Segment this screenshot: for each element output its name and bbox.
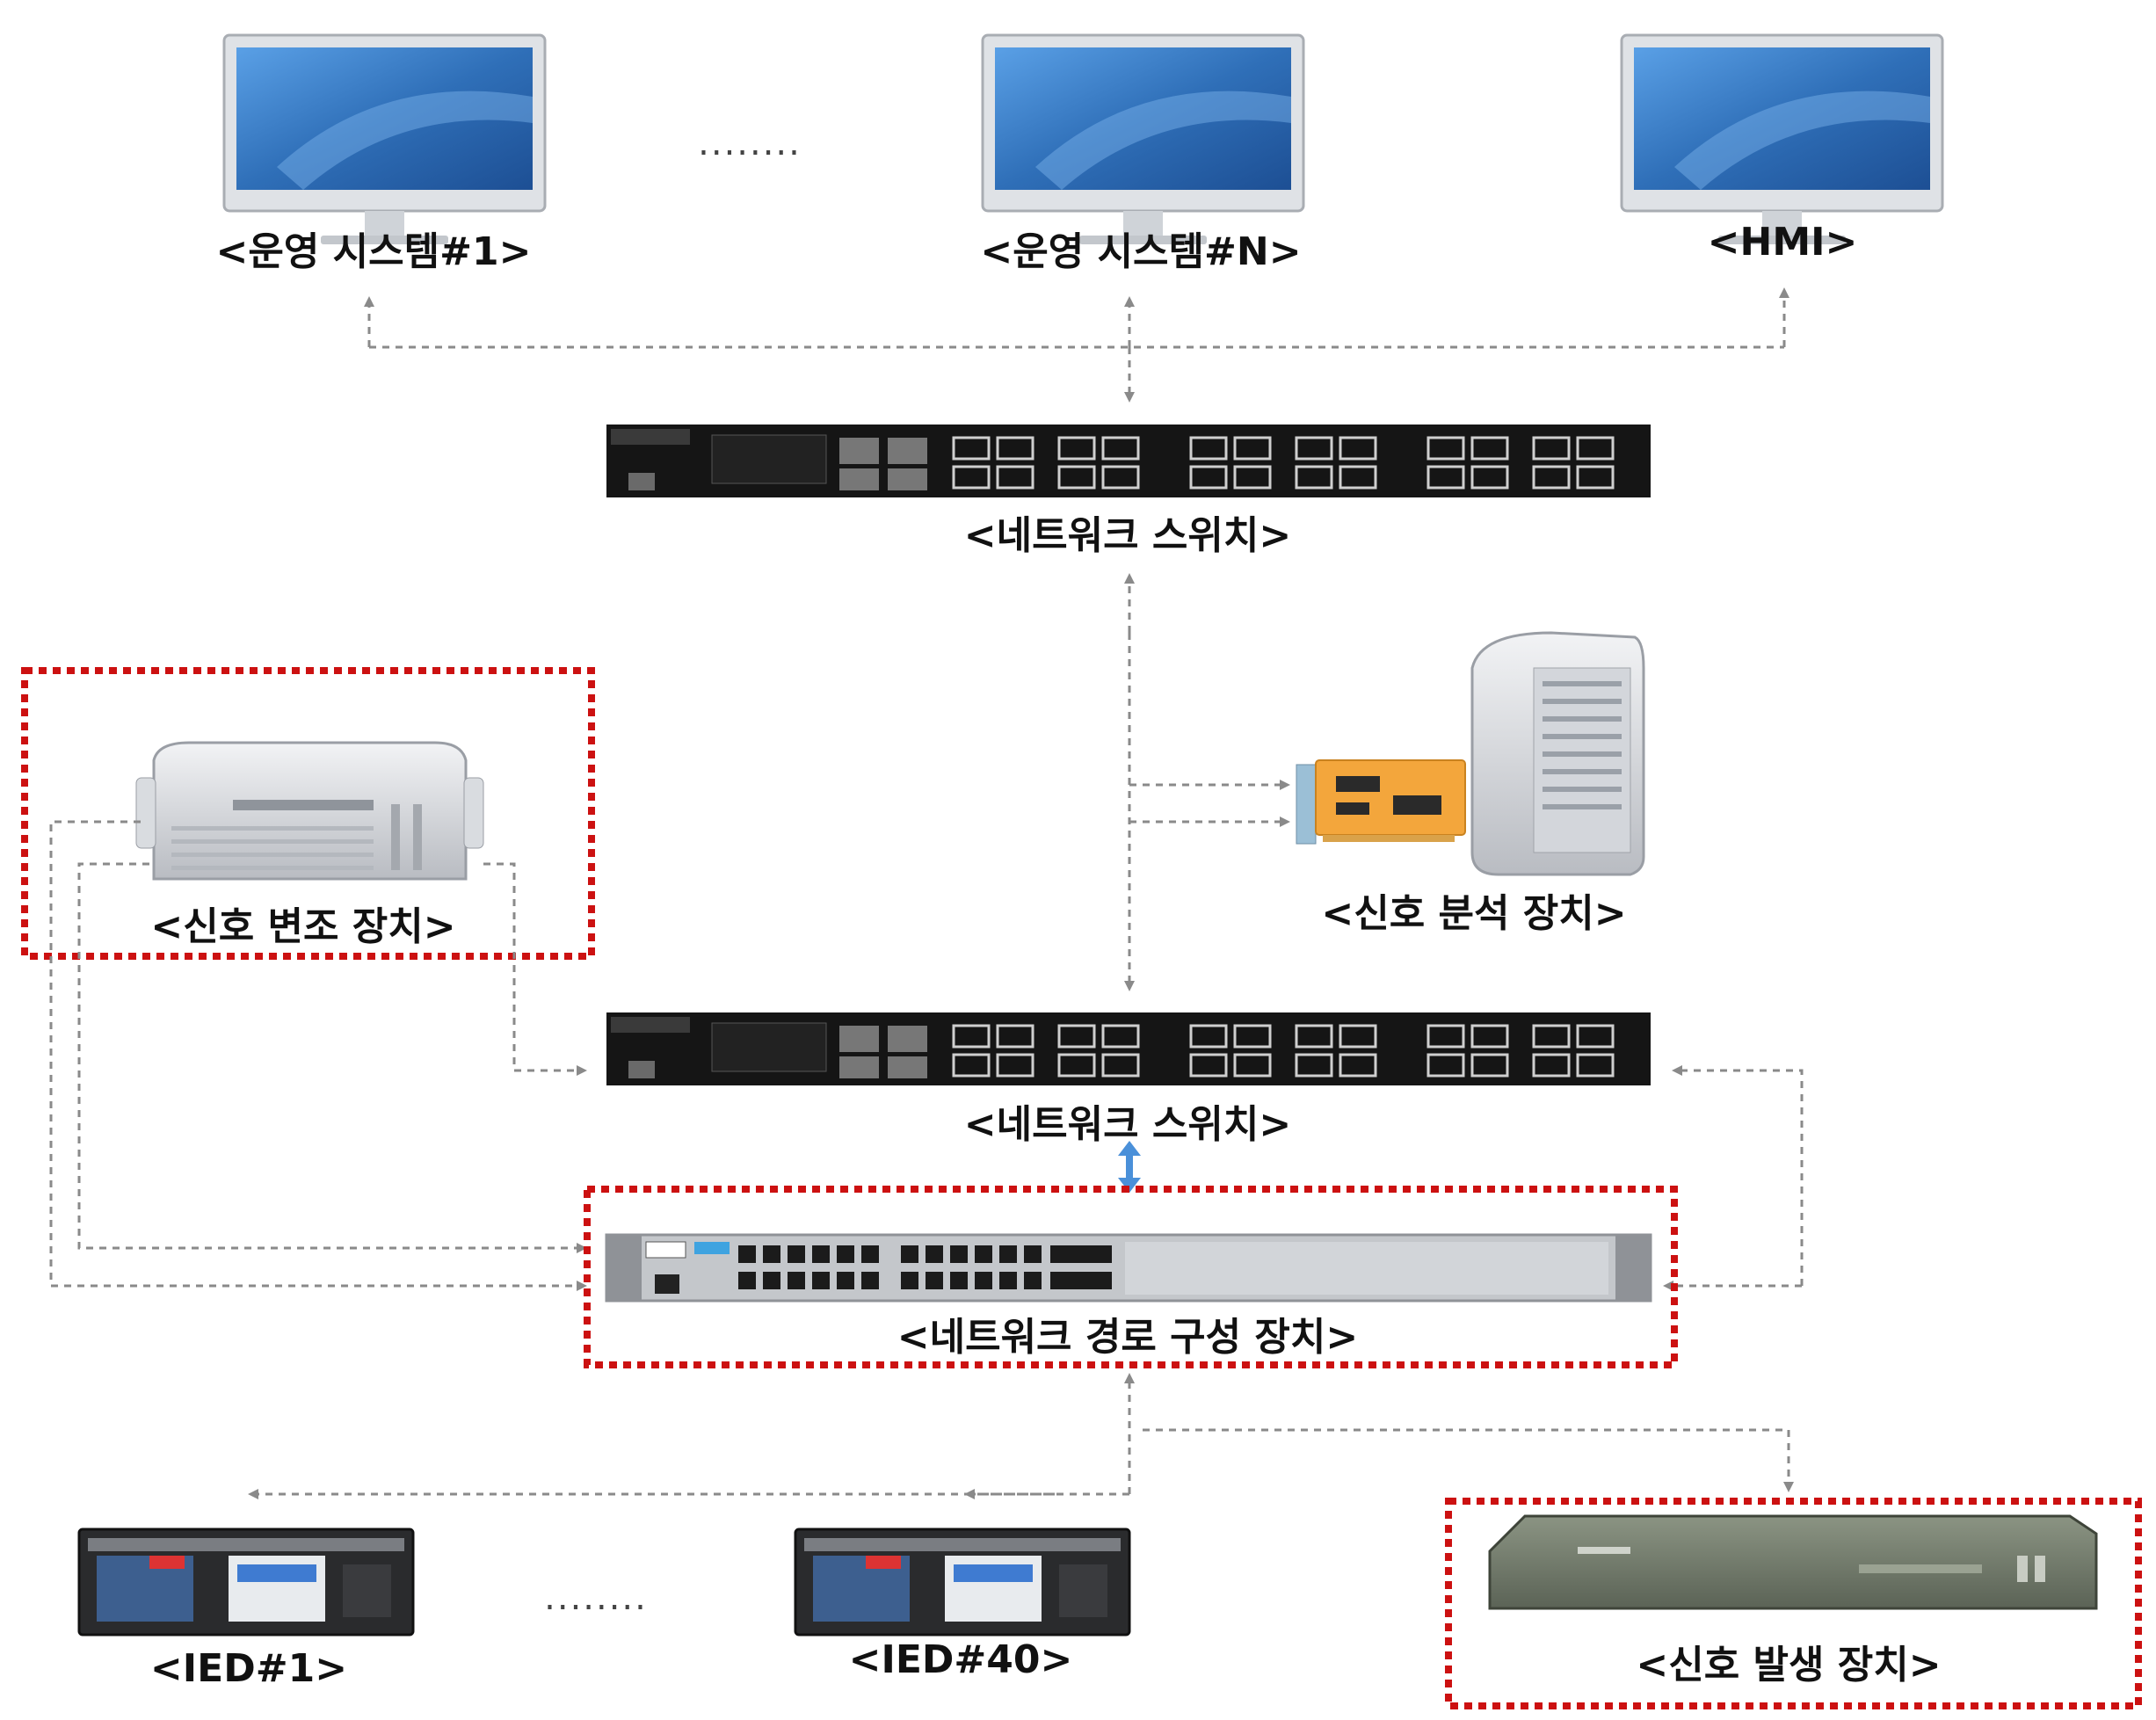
connector-top-bus (364, 287, 1789, 403)
ied-device-icon-40 (794, 1528, 1131, 1637)
label-signal-generator: <신호 발생 장치> (1636, 1643, 1942, 1687)
connector-bottom (248, 1373, 1794, 1499)
interface-card-icon (1296, 759, 1466, 845)
label-network-switch-mid: <네트워크 스위치> (963, 1102, 1292, 1147)
signal-generator-icon (1488, 1514, 2098, 1610)
label-network-switch-top: <네트워크 스위치> (963, 513, 1292, 558)
rack-switch-icon-mid (606, 1012, 1651, 1085)
highlight-box-modulator (21, 667, 595, 960)
connector-modulator (49, 820, 1804, 1291)
ellipsis-ieds: ........ (544, 1578, 648, 1618)
label-ops-system-n: <운영 시스템#N> (980, 229, 1302, 274)
label-signal-analyzer: <신호 분석 장치> (1321, 891, 1627, 936)
monitor-icon-hmi (1620, 33, 1944, 244)
label-ied-40: <IED#40> (848, 1637, 1073, 1682)
label-path-config: <네트워크 경로 구성 장치> (897, 1315, 1359, 1360)
highlight-box-generator (1445, 1498, 2142, 1709)
label-signal-modulator: <신호 변조 장치> (150, 904, 456, 949)
ellipsis-monitors: ........ (698, 123, 802, 163)
rack-switch-icon-top (606, 425, 1651, 497)
highlight-box-path-config (584, 1186, 1678, 1368)
ied-device-icon-1 (77, 1528, 415, 1637)
server-icon-modulator (135, 741, 484, 881)
label-ied-1: <IED#1> (149, 1646, 348, 1691)
server-icon-analyzer (1470, 631, 1645, 876)
monitor-icon-ops-n (981, 33, 1305, 244)
rack-switch-icon-path-config (605, 1233, 1652, 1303)
connector-analyzer (1124, 573, 1290, 991)
label-ops-system-1: <운영 시스템#1> (215, 229, 532, 274)
label-hmi: <HMI> (1707, 220, 1858, 265)
monitor-icon-ops-1 (222, 33, 547, 244)
bidirectional-link-icon (1118, 1141, 1141, 1193)
